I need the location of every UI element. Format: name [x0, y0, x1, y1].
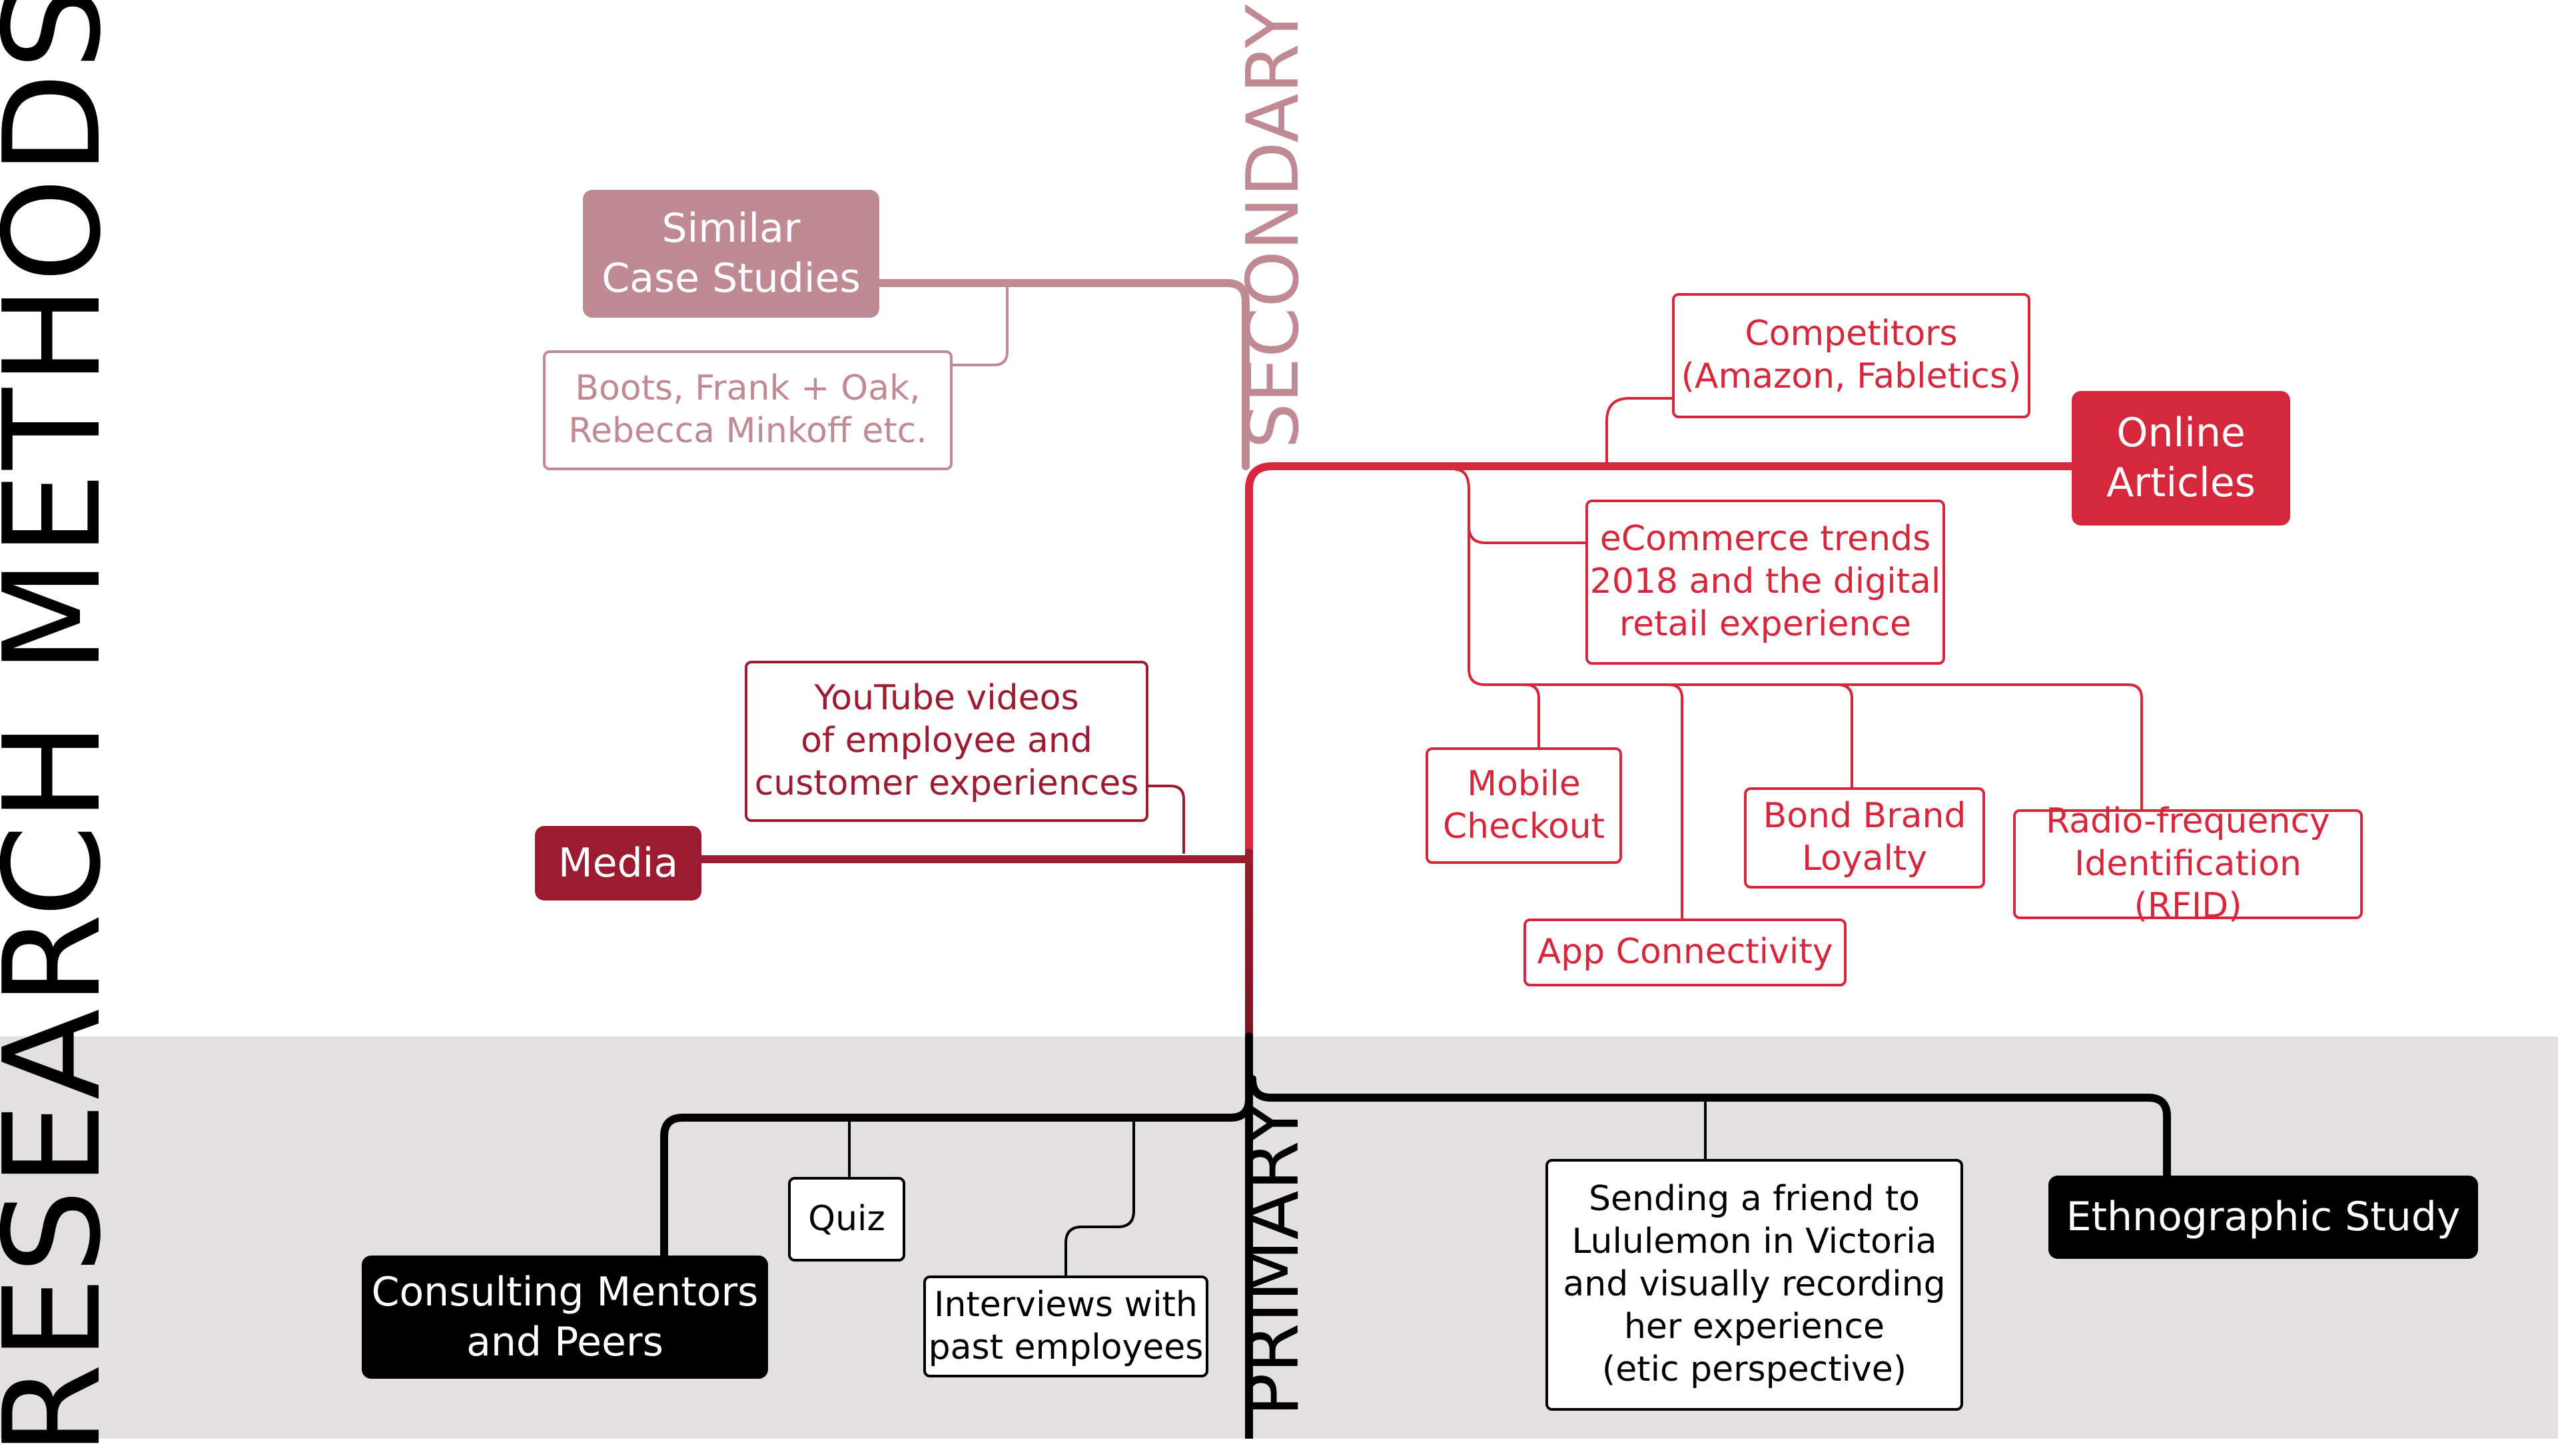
mobile-checkout-node[interactable]: Mobile Checkout: [1426, 747, 1622, 864]
research-methods-title: RESEARCH METHODS: [0, 0, 131, 1456]
quiz-node[interactable]: Quiz: [788, 1177, 905, 1262]
rfid-node[interactable]: Radio-frequency Identification (RFID): [2013, 801, 2363, 926]
similar-case-studies-branch: [875, 279, 1250, 470]
competitors-node[interactable]: Competitors (Amazon, Fabletics): [1672, 293, 2030, 418]
ethnographic-branch: [1248, 1075, 2171, 1182]
secondary-axis-label: SECONDARY: [1232, 4, 1315, 449]
subtopics-connector: [1468, 525, 2143, 813]
bond-brand-loyalty-node[interactable]: Bond Brand Loyalty: [1744, 787, 1985, 889]
online-articles-node[interactable]: Online Articles: [2072, 391, 2290, 526]
app-connectivity-node[interactable]: App Connectivity: [1523, 918, 1847, 986]
sending-friend-node[interactable]: Sending a friend to Lululemon in Victori…: [1545, 1159, 1963, 1411]
mobile-checkout-connector: [1524, 683, 1540, 751]
online-articles-branch: [1245, 462, 2076, 863]
case-examples-node[interactable]: Boots, Frank + Oak, Rebecca Minkoff etc.: [543, 350, 953, 470]
app-connectivity-connector: [1667, 683, 1683, 922]
interviews-node[interactable]: Interviews with past employees: [923, 1275, 1208, 1377]
primary-axis-label: PRIMARY: [1232, 1101, 1315, 1417]
ecommerce-connector: [1455, 468, 1588, 544]
youtube-connector: [1146, 785, 1185, 854]
ecommerce-trends-node[interactable]: eCommerce trends 2018 and the digital re…: [1585, 500, 1945, 665]
case-examples-connector: [951, 285, 1009, 366]
ethnographic-study-node[interactable]: Ethnographic Study: [2048, 1176, 2478, 1259]
interviews-connector: [1065, 1116, 1135, 1279]
consulting-branch: [660, 1062, 1253, 1263]
youtube-videos-node[interactable]: YouTube videos of employee and customer …: [745, 661, 1148, 822]
media-node[interactable]: Media: [535, 826, 701, 901]
bond-brand-connector: [1836, 683, 1853, 791]
consulting-mentors-node[interactable]: Consulting Mentors and Peers: [362, 1256, 768, 1379]
similar-case-studies-node[interactable]: Similar Case Studies: [583, 190, 879, 318]
competitors-connector: [1605, 397, 1675, 464]
